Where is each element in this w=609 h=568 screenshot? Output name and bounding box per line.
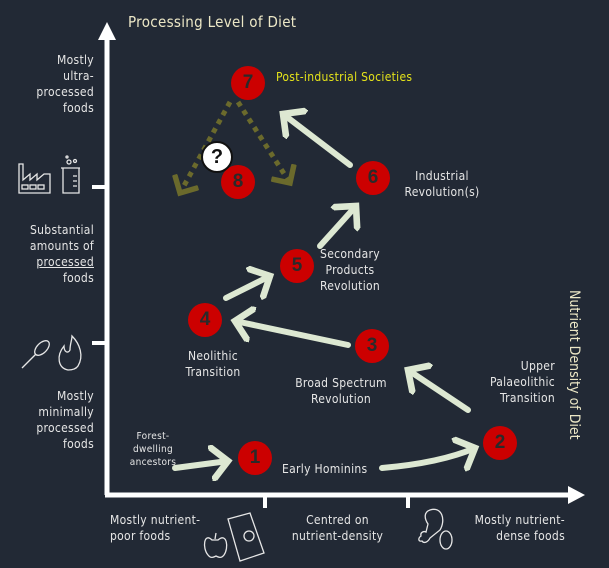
label-early-hominins: Early Hominins [282, 462, 368, 476]
arrow-start-to-1 [172, 461, 228, 468]
x-level-nutrient-dense: Mostly nutrient- dense foods [474, 513, 565, 543]
node-4: 4 [188, 303, 222, 337]
node-6: 6 [356, 161, 390, 195]
arrow-3-to-4 [235, 321, 351, 348]
arrow-5-to-6 [317, 206, 356, 249]
arrow-2-to-3 [408, 370, 471, 413]
arrow-6-to-7 [283, 114, 353, 168]
arrow-4-to-5 [223, 276, 270, 301]
node-1: 1 [238, 441, 272, 475]
y-level-ultra-processed: Mostly ultra- processed foods [36, 53, 94, 115]
y-level-processed: Substantial amounts of processed foods [30, 222, 94, 286]
node-7: 7 [231, 66, 265, 100]
egg-icon [439, 530, 453, 550]
y-axis [92, 22, 116, 495]
label-secondary-products: Secondary Products Revolution [319, 247, 381, 293]
question-mark-icon: ? [201, 141, 233, 173]
label-forest-dwelling: Forest- dwelling ancestors [129, 431, 177, 468]
y-axis-title: Processing Level of Diet [128, 13, 297, 31]
node-8: 8 [221, 165, 255, 199]
factory-icon [18, 163, 51, 194]
chicken-leg-icon [418, 508, 444, 544]
y-level-processed-text: Substantial amounts of processed foods [29, 223, 94, 285]
label-industrial: Industrial Revolution(s) [404, 169, 480, 199]
label-neolithic: Neolithic Transition [185, 349, 241, 379]
future-arrow-right [235, 100, 290, 183]
node-2: 2 [483, 426, 517, 460]
arrow-1-to-2 [379, 448, 475, 468]
node-3: 3 [355, 329, 389, 363]
y-level-minimally-processed: Mostly minimally processed foods [36, 389, 94, 451]
x-level-nutrient-poor: Mostly nutrient- poor foods [110, 513, 201, 543]
apple-icon [203, 532, 228, 559]
node-5: 5 [280, 249, 314, 283]
whisk-icon [21, 340, 50, 369]
x-axis [105, 486, 585, 508]
fire-icon [58, 334, 82, 371]
beaker-icon [61, 155, 80, 194]
label-upper-palaeolithic: Upper Palaeolithic Transition [489, 359, 555, 405]
x-axis-title: Nutrient Density of Diet [566, 290, 582, 440]
label-broad-spectrum: Broad Spectrum Revolution [295, 376, 387, 406]
x-level-centred: Centred on nutrient-density [291, 513, 384, 543]
flour-bag-icon [227, 512, 265, 562]
label-post-industrial: Post-industrial Societies [276, 70, 413, 84]
